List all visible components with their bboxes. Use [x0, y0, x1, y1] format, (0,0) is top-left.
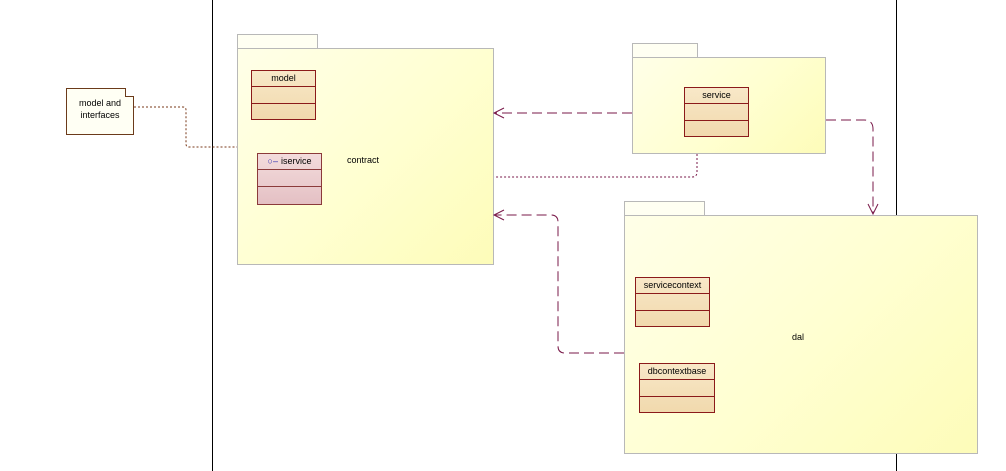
package-tab: [632, 43, 698, 58]
class-attributes: [252, 87, 315, 104]
class-attributes: [685, 104, 748, 121]
swimlane-divider-left: [212, 0, 213, 471]
package-name-contract: contract: [347, 155, 380, 165]
class-attributes: [636, 294, 709, 311]
package-tab: [624, 201, 705, 216]
interface-name-iservice: iservice: [280, 156, 312, 166]
class-service[interactable]: service: [684, 87, 749, 137]
interface-attributes: [258, 170, 321, 187]
note-model-and-interfaces[interactable]: model and interfaces: [66, 88, 134, 135]
note-text-line2: interfaces: [80, 110, 120, 120]
dependency-service-to-dal[interactable]: [826, 119, 874, 213]
package-body: [624, 215, 978, 454]
dependency-arrowhead-icon: [867, 203, 879, 216]
realization-service-to-iservice[interactable]: [494, 154, 698, 178]
class-servicecontext[interactable]: servicecontext: [635, 277, 710, 327]
note-fold-corner: [125, 88, 134, 97]
class-name-dbcontextbase: dbcontextbase: [640, 364, 714, 380]
class-dbcontextbase[interactable]: dbcontextbase: [639, 363, 715, 413]
class-name-servicecontext: servicecontext: [636, 278, 709, 294]
interface-lollipop-icon: ○–: [267, 156, 278, 166]
note-link-line[interactable]: [134, 106, 237, 148]
dependency-dal-to-contract[interactable]: [495, 214, 624, 354]
class-name-service: service: [685, 88, 748, 104]
dependency-arrowhead-icon: [492, 209, 505, 221]
interface-header: ○–iservice: [258, 154, 321, 170]
class-model[interactable]: model: [251, 70, 316, 120]
package-tab: [237, 34, 318, 49]
class-attributes: [640, 380, 714, 397]
note-text-line1: model and: [78, 98, 122, 108]
interface-iservice[interactable]: ○–iservice: [257, 153, 322, 205]
class-name-model: model: [252, 71, 315, 87]
package-name-dal: dal: [792, 332, 805, 342]
package-dal[interactable]: dal: [624, 201, 978, 454]
dependency-arrowhead-icon: [492, 107, 505, 119]
